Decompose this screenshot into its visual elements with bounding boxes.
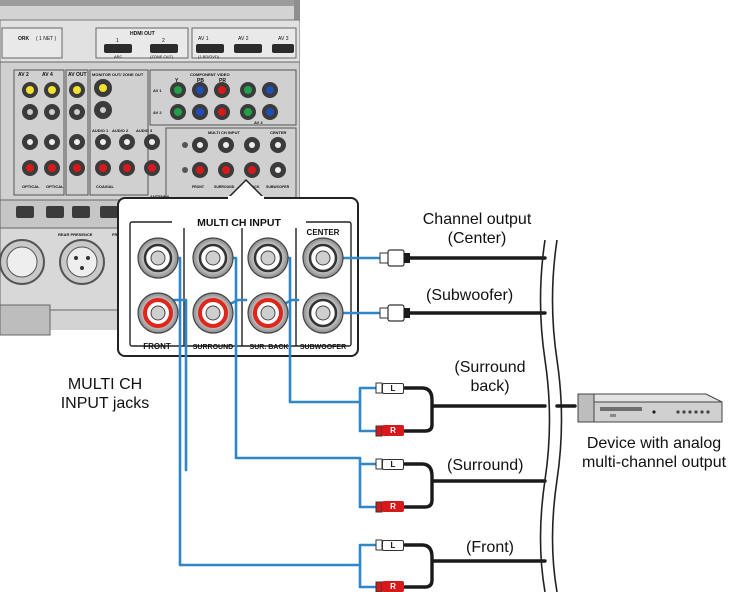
panel-front-label: FRONT bbox=[192, 185, 205, 189]
av2-label: AV 2 bbox=[18, 72, 29, 78]
black-cables bbox=[403, 256, 547, 589]
hdmi-av1-sub-label: (1 BD/DVD) bbox=[198, 54, 220, 59]
optical-2-label: OPTICAL bbox=[46, 184, 64, 189]
surround-back-line1: (Surround bbox=[454, 359, 526, 376]
zoom-surback-label: SUR. BACK bbox=[250, 344, 289, 351]
hdmi-ports bbox=[104, 44, 294, 53]
device-player bbox=[577, 393, 723, 423]
hdmi-out-2-label: 2 bbox=[162, 38, 165, 44]
panel-surround-label: SURROUND bbox=[214, 185, 235, 189]
jack-surback-r bbox=[247, 292, 289, 334]
component-pb-label: PB bbox=[197, 78, 204, 84]
component-y-label: Y bbox=[175, 78, 179, 84]
av4-label: AV 4 bbox=[42, 72, 53, 78]
plug-subwoofer bbox=[379, 304, 410, 322]
multi-ch-jacks-line1: MULTI CH bbox=[67, 376, 143, 393]
hdmi-av1-label: AV 1 bbox=[198, 36, 209, 42]
hdmi-zone-out-label: (ZONE OUT) bbox=[150, 54, 174, 59]
rear-presence-label: REAR PRESENCE bbox=[58, 232, 93, 237]
jack-front-l bbox=[137, 237, 179, 279]
subwoofer-label: (Subwoofer) bbox=[426, 287, 514, 304]
device-line2: multi-channel output bbox=[581, 454, 727, 471]
coaxial-label: COAXIAL bbox=[96, 184, 115, 189]
zoom-front-label: FRONT bbox=[143, 342, 171, 351]
component-av4-label: AV 4 bbox=[254, 120, 263, 125]
surround-label: (Surround) bbox=[447, 457, 524, 474]
hdmi-av3-label: AV 3 bbox=[278, 36, 289, 42]
network-label: ORK bbox=[18, 36, 30, 42]
channel-output-line1: Channel output bbox=[422, 211, 532, 228]
jack-subwoofer bbox=[302, 292, 344, 334]
plug-r-front: R bbox=[382, 581, 404, 592]
jack-front-r bbox=[137, 292, 179, 334]
optical-ports bbox=[16, 206, 118, 218]
component-av2-label: AV 2 bbox=[153, 110, 162, 115]
optical-1-label: OPTICAL bbox=[22, 184, 40, 189]
channel-output-line2: (Center) bbox=[447, 230, 507, 247]
surround-back-label: (Surround back) bbox=[440, 358, 540, 396]
audio3-label: AUDIO 3 bbox=[136, 128, 153, 133]
network-sub-label: ( 1 NET ) bbox=[36, 36, 57, 42]
audio2-label: AUDIO 2 bbox=[112, 128, 129, 133]
xlr-connectors bbox=[0, 239, 165, 285]
channel-output-label: Channel output (Center) bbox=[412, 210, 542, 248]
panel-subwoofer-label: SUBWOOFER bbox=[266, 185, 290, 189]
monitor-out-label: MONITOR OUT/ ZONE OUT bbox=[92, 72, 144, 77]
zoom-subwoofer-label: SUBWOOFER bbox=[300, 344, 346, 351]
stereo-plug-bodies bbox=[375, 382, 383, 592]
black-cable-front bbox=[403, 543, 547, 589]
component-av1-label: AV 1 bbox=[153, 88, 162, 93]
plug-r-surback: R bbox=[382, 425, 404, 436]
zoom-title-label: MULTI CH INPUT bbox=[197, 217, 281, 229]
surround-back-line2: back) bbox=[470, 378, 510, 395]
component-video-label: COMPONENT VIDEO bbox=[190, 72, 230, 77]
break-lines bbox=[539, 239, 563, 592]
panel-multi-ch-input-label: MULTI CH INPUT bbox=[208, 130, 240, 135]
zoom-center-label: CENTER bbox=[307, 228, 340, 237]
black-cable-surround bbox=[403, 462, 547, 509]
jack-surback-l bbox=[247, 237, 289, 279]
component-pr-label: PR bbox=[219, 78, 226, 84]
jack-surround-r bbox=[192, 292, 234, 334]
hdmi-out-1-label: 1 bbox=[116, 38, 119, 44]
multi-ch-jacks-line2: INPUT jacks bbox=[60, 395, 150, 412]
hdmi-out-label: HDMI OUT bbox=[130, 31, 155, 37]
panel-center-label: CENTER bbox=[270, 130, 287, 135]
zoom-surround-label: SURROUND bbox=[193, 344, 233, 351]
multi-ch-jacks-label: MULTI CH INPUT jacks bbox=[40, 375, 170, 413]
plug-r-surround: R bbox=[382, 501, 404, 512]
av-out-label: AV OUT bbox=[68, 72, 87, 78]
front-label: (Front) bbox=[466, 539, 514, 556]
plug-l-surround: L bbox=[382, 459, 404, 470]
audio1-label: AUDIO 1 bbox=[92, 128, 109, 133]
hdmi-av2-label: AV 2 bbox=[238, 36, 249, 42]
rca-plugs-single bbox=[379, 249, 410, 322]
black-cable-surback bbox=[403, 386, 547, 433]
device-line1: Device with analog bbox=[586, 435, 722, 452]
jack-center bbox=[302, 237, 344, 279]
device-label: Device with analog multi-channel output bbox=[568, 434, 740, 472]
plug-l-surback: L bbox=[382, 383, 404, 394]
plug-center bbox=[379, 249, 410, 267]
jack-surround-l bbox=[192, 237, 234, 279]
hdmi-arc-label: ARC bbox=[114, 54, 123, 59]
plug-l-front: L bbox=[382, 540, 404, 551]
zoom-jacks bbox=[137, 237, 344, 334]
blue-cable-ends bbox=[358, 386, 378, 589]
antenna-label: ANTENNA bbox=[150, 194, 170, 199]
panel-jacks bbox=[22, 79, 286, 178]
